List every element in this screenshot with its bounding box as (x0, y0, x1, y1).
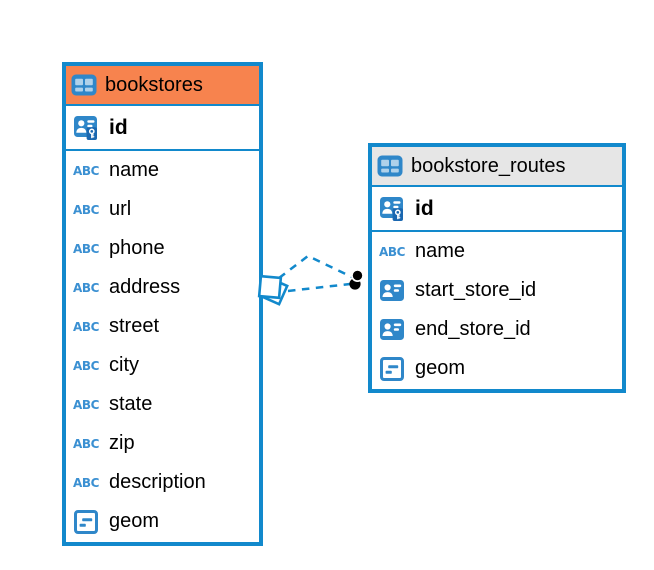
column-row[interactable]: ABC name (66, 151, 259, 190)
column-label: zip (109, 432, 135, 454)
column-label: url (109, 198, 132, 220)
table-icon (377, 155, 403, 177)
column-row[interactable]: end_store_id (372, 310, 622, 349)
column-label: id (415, 196, 434, 220)
column-label: street (109, 315, 160, 337)
table-icon (71, 74, 97, 96)
column-row[interactable]: ABC street (66, 307, 259, 346)
table-bookstore-routes[interactable]: bookstore_routes id ABC name start_store… (368, 143, 626, 393)
column-label: id (109, 115, 128, 139)
column-row[interactable]: ABC zip (66, 424, 259, 463)
reference-type-icon (376, 319, 408, 340)
column-label: geom (415, 357, 466, 379)
one-end-marker-dots[interactable] (349, 268, 364, 290)
column-row[interactable]: ABC city (66, 346, 259, 385)
table-name-label: bookstores (105, 73, 203, 96)
column-row[interactable]: start_store_id (372, 271, 622, 310)
primary-key-icon (70, 115, 102, 140)
column-label: start_store_id (415, 279, 537, 301)
text-type-icon: ABC (72, 475, 100, 490)
column-label: state (109, 393, 153, 415)
column-label: city (109, 354, 139, 376)
text-type-icon: ABC (378, 244, 406, 259)
column-row[interactable]: geom (66, 502, 259, 541)
geometry-type-icon (376, 356, 408, 381)
many-end-marker-stacked-squares[interactable] (257, 274, 289, 306)
reference-type-icon (376, 280, 408, 301)
table-header-bookstores[interactable]: bookstores (66, 66, 259, 106)
primary-key-row[interactable]: id (372, 187, 622, 232)
column-row[interactable]: geom (372, 349, 622, 388)
table-header-bookstore-routes[interactable]: bookstore_routes (372, 147, 622, 187)
primary-key-row[interactable]: id (66, 106, 259, 151)
column-label: name (415, 240, 466, 262)
column-row[interactable]: ABC phone (66, 229, 259, 268)
text-type-icon: ABC (72, 280, 100, 295)
text-type-icon: ABC (72, 436, 100, 451)
column-label: end_store_id (415, 318, 531, 340)
primary-key-icon (376, 196, 408, 221)
column-row[interactable]: ABC address (66, 268, 259, 307)
column-label: name (109, 159, 160, 181)
text-type-icon: ABC (72, 358, 100, 373)
column-row[interactable]: ABC name (372, 232, 622, 271)
table-name-label: bookstore_routes (411, 154, 566, 177)
text-type-icon: ABC (72, 319, 100, 334)
text-type-icon: ABC (72, 241, 100, 256)
column-label: description (109, 471, 206, 493)
relationship-line[interactable] (278, 254, 353, 279)
text-type-icon: ABC (72, 397, 100, 412)
text-type-icon: ABC (72, 202, 100, 217)
geometry-type-icon (70, 509, 102, 534)
text-type-icon: ABC (72, 163, 100, 178)
column-label: address (109, 276, 181, 298)
column-row[interactable]: ABC description (66, 463, 259, 502)
column-label: phone (109, 237, 165, 259)
column-row[interactable]: ABC url (66, 190, 259, 229)
column-label: geom (109, 510, 160, 532)
column-row[interactable]: ABC state (66, 385, 259, 424)
relationship-line[interactable] (287, 282, 351, 293)
table-bookstores[interactable]: bookstores id ABC name ABC url ABC phone… (62, 62, 263, 546)
